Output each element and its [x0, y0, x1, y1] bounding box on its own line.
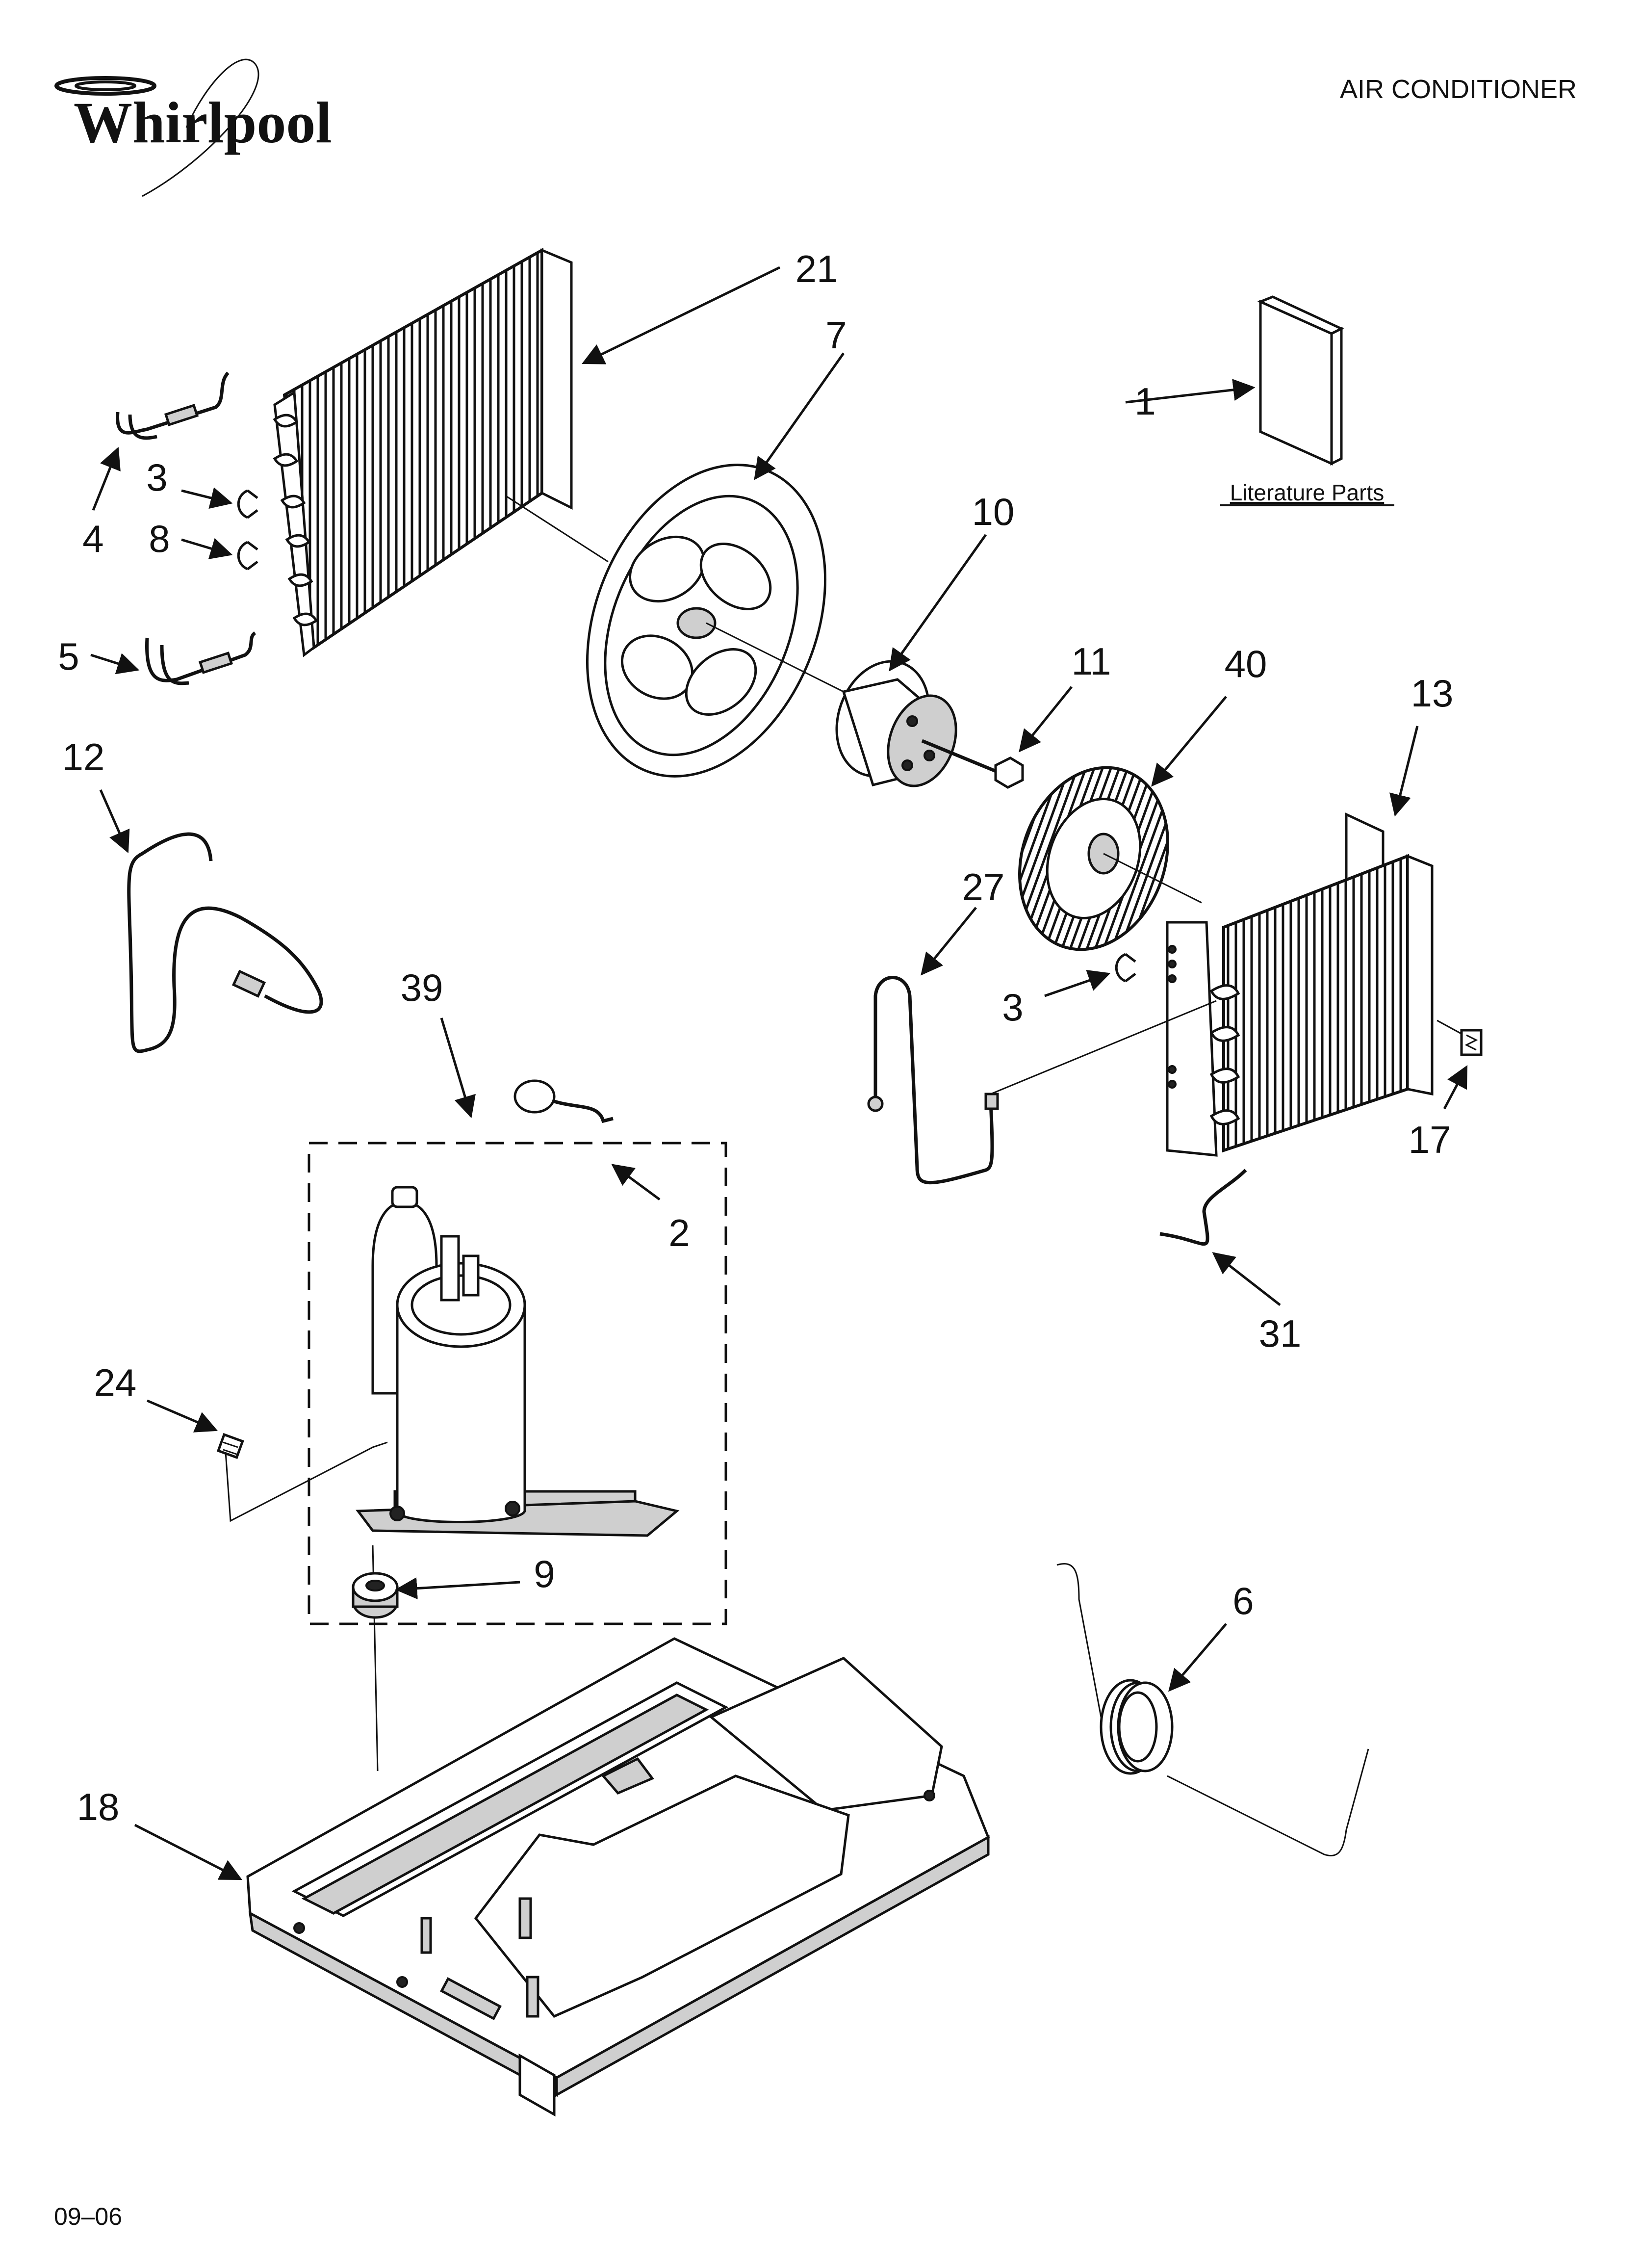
callout-1: 1 [1134, 380, 1155, 423]
literature-parts-label: Literature Parts [1230, 480, 1384, 505]
evaporator-return-bends [1209, 984, 1240, 1125]
part-39-compressor-kit-box [308, 1142, 727, 1625]
callout-24: 24 [94, 1361, 137, 1404]
part-40-blower-wheel [1018, 766, 1202, 951]
part-3-clip-lower [1115, 953, 1136, 983]
part-3-clip [237, 489, 258, 519]
part-8-clip [237, 541, 258, 571]
part-31-tube [1159, 1169, 1247, 1246]
part-39-compressor [356, 1186, 680, 1537]
part-2-overload [513, 1079, 614, 1123]
callout-2: 2 [668, 1211, 690, 1254]
callout-39: 39 [401, 966, 443, 1009]
callout-3-upper: 3 [146, 456, 167, 499]
brand-wordmark: Whirlpool [74, 90, 332, 155]
part-7-fan-shroud [586, 464, 844, 778]
part-18-base-pan [246, 1637, 990, 2117]
brand-logo: Whirlpool [54, 58, 332, 197]
part-5-tube [145, 631, 257, 685]
callout-9: 9 [534, 1552, 555, 1595]
callout-17: 17 [1409, 1118, 1451, 1161]
callout-8: 8 [149, 517, 170, 560]
logo-swirl-top [54, 76, 156, 96]
part-17-clip [1437, 1019, 1483, 1056]
part-10-fan-motor [835, 660, 1006, 787]
part-21-condenser-coil [273, 247, 609, 657]
callout-31: 31 [1259, 1312, 1302, 1355]
callout-3-lower: 3 [1002, 986, 1023, 1029]
part-11-nut [994, 756, 1024, 789]
callout-10: 10 [972, 490, 1015, 533]
document-title: AIR CONDITIONER [1340, 75, 1577, 104]
callout-4: 4 [82, 517, 103, 560]
date-code: 09–06 [54, 2203, 122, 2230]
part-4-tube [116, 371, 230, 440]
logo-swirl-tail [142, 58, 259, 197]
part-27-capillary-tube [867, 976, 999, 1185]
callout-13: 13 [1411, 672, 1454, 715]
callout-7: 7 [825, 313, 847, 357]
fan-blades [620, 535, 772, 716]
coil-return-bends [273, 414, 318, 626]
callout-18: 18 [77, 1785, 120, 1828]
callout-27: 27 [962, 865, 1005, 909]
callout-11: 11 [1072, 640, 1111, 683]
callout-6: 6 [1232, 1579, 1254, 1622]
part-9-grommet [352, 1545, 399, 1772]
part-24-terminal [216, 1433, 388, 1522]
callout-12: 12 [62, 735, 105, 779]
part-6-hose-clamp [1056, 1563, 1369, 1856]
part-13-evaporator-coil [990, 812, 1434, 1157]
part-12-tube-assembly [127, 832, 323, 1053]
part-1-literature [1257, 295, 1344, 466]
callout-40: 40 [1225, 642, 1267, 685]
logo-swirl-inner [75, 80, 136, 91]
callout-5: 5 [58, 635, 79, 678]
callout-21: 21 [795, 247, 838, 290]
